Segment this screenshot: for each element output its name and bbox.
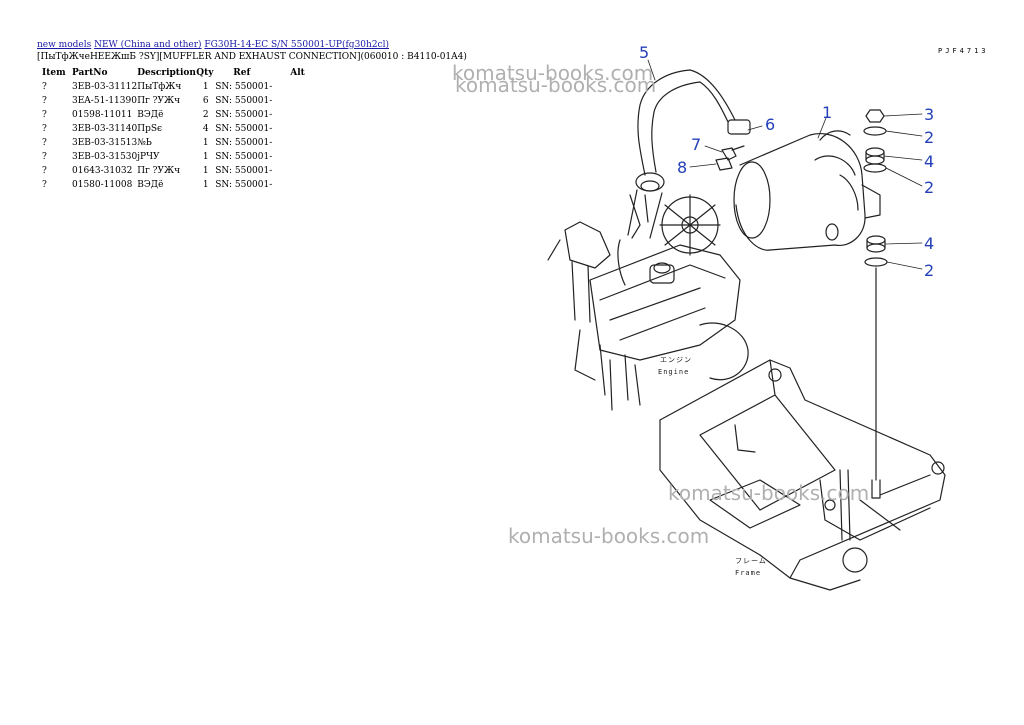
muffler-drawing <box>733 130 881 251</box>
col-header-item: Item <box>42 68 66 78</box>
cell-qty: 1 <box>202 152 209 162</box>
cell-partno: 3EB-03-31112 <box>72 82 138 92</box>
cell-item: ? <box>42 166 47 176</box>
cell-partno: 3EB-03-31513 <box>72 138 138 148</box>
cell-partno: 01598-11011 <box>72 110 133 120</box>
cell-item: ? <box>42 82 47 92</box>
cell-qty: 6 <box>202 96 209 106</box>
callout-1: 1 <box>822 103 832 122</box>
table-header-row: Item PartNo Description Qty Ref Alt <box>37 66 310 80</box>
cell-qty: 1 <box>202 166 209 176</box>
col-header-description: Description <box>137 68 196 78</box>
cell-description: Пг ?УЖч <box>137 166 181 176</box>
parts-table: Item PartNo Description Qty Ref Alt ? 3E… <box>37 66 310 192</box>
breadcrumb-link-model[interactable]: FG30H-14-EC S/N 550001-UP(fg30h2cl) <box>204 40 389 50</box>
cell-description: ВЭДё <box>137 180 164 190</box>
cell-partno: 01643-31032 <box>72 166 133 176</box>
fittings-drawing <box>715 145 745 171</box>
table-row: ? 3EA-51-11390 Пг ?УЖч 6 SN: 550001- <box>37 94 310 108</box>
callout-6: 6 <box>765 115 775 134</box>
cell-partno: 01580-11008 <box>72 180 133 190</box>
cell-description: ВЭДё <box>137 110 164 120</box>
callout-2c: 2 <box>924 261 934 280</box>
exhaust-pipe-drawing <box>627 69 751 239</box>
breadcrumb-link-new-models[interactable]: new models <box>37 40 92 50</box>
watermark: komatsu-books.com <box>668 481 869 505</box>
leader-lines <box>647 59 923 270</box>
table-row: ? 01643-31032 Пг ?УЖч 1 SN: 550001- <box>37 164 310 178</box>
cell-item: ? <box>42 180 47 190</box>
cell-qty: 1 <box>202 82 209 92</box>
watermark: komatsu-books.com <box>508 524 709 548</box>
table-row: ? 01580-11008 ВЭДё 1 SN: 550001- <box>37 178 310 192</box>
page-title: [ПыТфЖчеНЕЕЖшБ ?SY][MUFFLER AND EXHAUST … <box>37 52 467 62</box>
callout-2b: 2 <box>924 178 934 197</box>
cell-ref: SN: 550001- <box>215 124 273 134</box>
frame-label: Frame <box>735 569 761 577</box>
cell-description: ПыТфЖч <box>137 82 182 92</box>
callout-8: 8 <box>677 158 687 177</box>
cell-ref: SN: 550001- <box>215 96 273 106</box>
watermark: komatsu-books.com <box>455 73 656 97</box>
mounting-hardware-drawing <box>863 109 888 499</box>
cell-item: ? <box>42 110 47 120</box>
engine-label-jp: エンジン <box>660 356 692 364</box>
cell-ref: SN: 550001- <box>215 82 273 92</box>
table-row: ? 3EB-03-31140 ПрSє 4 SN: 550001- <box>37 122 310 136</box>
cell-qty: 1 <box>202 138 209 148</box>
cell-partno: 3EA-51-11390 <box>72 96 137 106</box>
col-header-partno: PartNo <box>72 68 108 78</box>
callout-3: 3 <box>924 105 934 124</box>
drawing-code: PJF4713 <box>938 47 989 55</box>
cell-ref: SN: 550001- <box>215 166 273 176</box>
cell-description: №Ь <box>137 138 152 148</box>
cell-ref: SN: 550001- <box>215 138 273 148</box>
table-row: ? 01598-11011 ВЭДё 2 SN: 550001- <box>37 108 310 122</box>
cell-item: ? <box>42 152 47 162</box>
callout-7: 7 <box>691 135 701 154</box>
cell-qty: 2 <box>202 110 209 120</box>
callout-2a: 2 <box>924 128 934 147</box>
engine-drawing <box>547 194 749 411</box>
cell-ref: SN: 550001- <box>215 152 273 162</box>
table-row: ? 3EB-03-31530 јРЧУ 1 SN: 550001- <box>37 150 310 164</box>
cell-ref: SN: 550001- <box>215 110 273 120</box>
cell-description: јРЧУ <box>137 152 160 162</box>
table-row: ? 3EB-03-31112 ПыТфЖч 1 SN: 550001- <box>37 80 310 94</box>
cell-description: Пг ?УЖч <box>137 96 181 106</box>
cell-description: ПрSє <box>137 124 163 134</box>
table-row: ? 3EB-03-31513 №Ь 1 SN: 550001- <box>37 136 310 150</box>
watermark: komatsu-books.com <box>452 61 653 85</box>
col-header-alt: Alt <box>290 68 305 78</box>
cell-partno: 3EB-03-31530 <box>72 152 138 162</box>
callout-4b: 4 <box>924 234 934 253</box>
cell-qty: 1 <box>202 180 209 190</box>
cell-item: ? <box>42 124 47 134</box>
cell-qty: 4 <box>202 124 209 134</box>
breadcrumb: new models NEW (China and other) FG30H-1… <box>37 40 389 50</box>
cell-item: ? <box>42 138 47 148</box>
breadcrumb-link-region[interactable]: NEW (China and other) <box>94 40 202 50</box>
cell-ref: SN: 550001- <box>215 180 273 190</box>
frame-drawing <box>659 359 946 591</box>
engine-label: Engine <box>658 368 689 376</box>
col-header-qty: Qty <box>196 68 214 78</box>
cell-item: ? <box>42 96 47 106</box>
frame-label-jp: フレーム <box>735 557 767 565</box>
callout-4a: 4 <box>924 152 934 171</box>
col-header-ref: Ref <box>233 68 251 78</box>
cell-partno: 3EB-03-31140 <box>72 124 138 134</box>
callout-5: 5 <box>639 43 649 62</box>
